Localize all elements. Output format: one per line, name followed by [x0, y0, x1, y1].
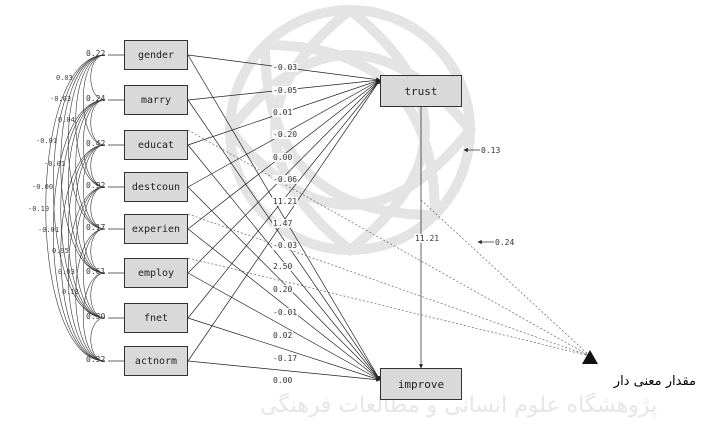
covariance-curve	[90, 186, 106, 230]
path-coefficient-label: -0.03	[272, 63, 299, 72]
covariance-label: 0.04	[58, 116, 75, 124]
path-coefficient-label: 0.01	[272, 108, 294, 117]
path-arrow	[187, 54, 381, 381]
variable-box-destcoun: destcoun	[124, 172, 188, 202]
covariance-label: 0.13	[62, 288, 79, 296]
variable-box-trust: trust	[380, 75, 462, 107]
path-arrow	[187, 186, 381, 381]
covariance-curve	[60, 54, 106, 274]
covariance-label: -0.19	[28, 205, 50, 213]
variable-box-educat: educat	[124, 130, 188, 160]
significance-line	[187, 257, 591, 357]
covariance-curve	[75, 186, 106, 319]
error-term-label: 0.13	[480, 146, 502, 155]
path-coefficient-label: -0.03	[272, 241, 299, 250]
path-arrow	[187, 272, 381, 381]
path-arrow	[187, 228, 381, 381]
variance-label: 0.30	[86, 312, 106, 321]
variance-label: 0.92	[86, 181, 106, 190]
path-coefficient-label: 1.47	[272, 219, 294, 228]
path-coefficient-label: -0.17	[272, 354, 299, 363]
covariance-label: 0.03	[58, 268, 75, 276]
path-arrow	[187, 99, 381, 381]
variable-box-marry: marry	[124, 85, 188, 115]
path-coefficient-label: 2.50	[272, 262, 294, 271]
covariance-curve	[68, 144, 106, 319]
significance-caption: مقدار معنی دار	[613, 374, 696, 389]
variable-box-experien: experien	[124, 214, 188, 244]
variable-box-improve: improve	[380, 368, 462, 400]
covariance-curve	[75, 54, 106, 188]
covariance-curve	[68, 186, 106, 362]
covariance-curve	[90, 144, 106, 188]
covariance-curve	[75, 99, 106, 230]
path-coefficient-label: -0.06	[272, 175, 299, 184]
covariance-label: -0.00	[32, 183, 54, 191]
variance-label: 0.32	[86, 355, 106, 364]
path-coefficient-label: 11.21	[272, 197, 299, 206]
variance-label: 0.22	[86, 49, 106, 58]
covariance-label: -0.01	[38, 226, 60, 234]
variable-box-actnorm: actnorm	[124, 346, 188, 376]
covariance-label: -0.03	[50, 95, 72, 103]
significance-line	[187, 129, 591, 357]
variable-box-employ: employ	[124, 258, 188, 288]
error-term-label: 0.24	[494, 238, 516, 247]
significance-triangle	[582, 350, 598, 364]
variable-box-gender: gender	[124, 40, 188, 70]
path-coefficient-label: 0.20	[272, 285, 294, 294]
path-coefficient-label: 0.00	[272, 376, 294, 385]
path-coefficient-label: -0.01	[272, 308, 299, 317]
covariance-curve	[90, 317, 106, 362]
covariance-curve	[45, 54, 106, 362]
trust-improve-coefficient: 11.21	[414, 234, 441, 243]
variance-label: 0.42	[86, 139, 106, 148]
covariance-label: 0.95	[52, 247, 69, 255]
covariance-label: 0.03	[56, 74, 73, 82]
variance-label: 0.24	[86, 94, 106, 103]
covariance-label: -0.01	[44, 160, 66, 168]
path-coefficient-label: -0.05	[272, 86, 299, 95]
variable-box-fnet: fnet	[124, 303, 188, 333]
significance-line	[420, 199, 591, 357]
path-coefficient-label: 0.02	[272, 331, 294, 340]
path-arrow	[187, 317, 381, 381]
covariance-label: -0.01	[36, 137, 58, 145]
significance-line	[187, 213, 591, 357]
variance-label: 0.61	[86, 267, 106, 276]
path-coefficient-label: -0.20	[272, 130, 299, 139]
path-arrow	[187, 360, 381, 382]
covariance-curve	[75, 144, 106, 274]
variance-label: 0.17	[86, 223, 106, 232]
covariance-curve	[75, 228, 106, 362]
covariance-curve	[68, 99, 106, 274]
path-coefficient-label: 0.00	[272, 153, 294, 162]
covariance-curve	[68, 54, 106, 230]
